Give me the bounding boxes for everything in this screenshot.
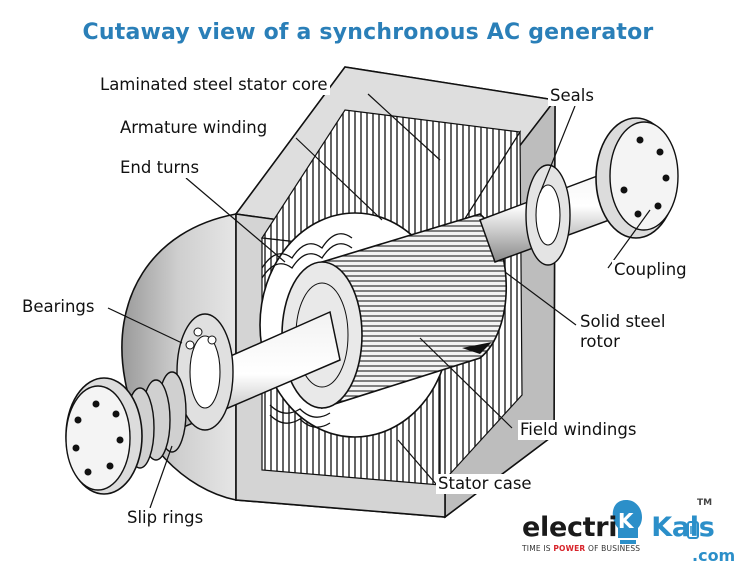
label-solid-steel-rotor: Solid steel rotor — [578, 312, 668, 352]
logo-wordmark: electri Kals — [522, 512, 715, 543]
tagline-part-c: OF BUSINESS — [585, 544, 641, 553]
svg-text:K: K — [618, 509, 635, 533]
label-bearings: Bearings — [20, 297, 97, 317]
end-turns-shape — [261, 233, 353, 428]
logo-brand-prefix: electri — [522, 512, 618, 543]
leader-lines — [107, 93, 651, 509]
label-field-windings: Field windings — [518, 420, 639, 440]
tagline-part-a: TIME IS — [522, 544, 554, 553]
label-rotor-line-2: rotor — [580, 332, 620, 351]
logo-tagline: TIME IS POWER OF BUSINESS — [522, 544, 715, 553]
label-seals: Seals — [548, 86, 596, 106]
logo-bulb-icon: K — [612, 500, 642, 544]
left-flange-shape — [65, 377, 143, 495]
label-coupling: Coupling — [612, 260, 689, 280]
coupling-flange-shape — [595, 117, 679, 239]
label-stator-case: Stator case — [436, 474, 534, 494]
logo-domain: .com — [692, 546, 736, 565]
label-rotor-line-1: Solid steel — [580, 312, 666, 331]
brand-logo: electri Kals TIME IS POWER OF BUSINESS .c… — [522, 512, 735, 565]
logo-plug-icon — [687, 521, 699, 539]
label-end-turns: End turns — [118, 158, 202, 178]
label-stator-core: Laminated steel stator core — [98, 75, 330, 95]
trademark-mark: TM — [697, 498, 713, 508]
label-armature-winding: Armature winding — [118, 118, 270, 138]
logo-brand-suffix: Kals — [651, 512, 715, 543]
tagline-part-b: POWER — [553, 544, 586, 553]
label-slip-rings: Slip rings — [125, 508, 206, 528]
diagram-title: Cutaway view of a synchronous AC generat… — [82, 20, 654, 45]
field-winding-arrow — [462, 342, 492, 354]
